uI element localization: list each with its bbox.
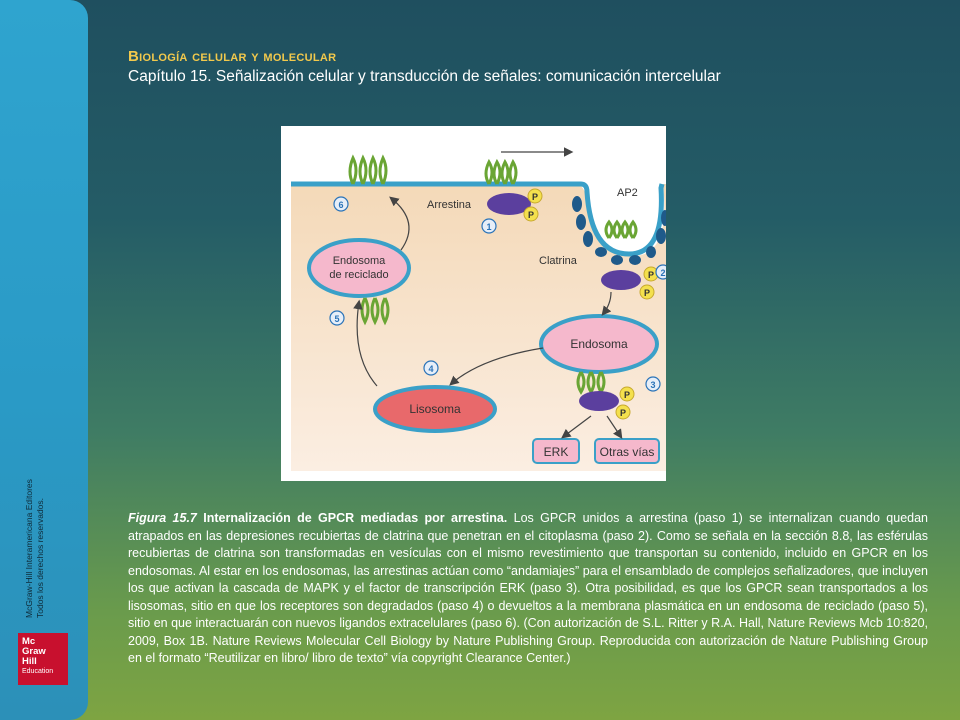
label-lisosoma: Lisosoma [409,402,461,416]
receptor-step-6 [348,154,388,185]
clathrin-coat [572,196,666,265]
logo-line-4: Education [22,668,54,675]
arrow-lysosome-to-recycling [353,299,378,387]
book-title: Biología celular y molecular [128,48,337,65]
label-erk: ERK [544,445,569,459]
step-3-label: 3 [650,380,655,390]
step-badge-6: 6 [333,196,349,212]
arrow-endosome-to-lysosome [449,347,544,386]
label-otras-vias: Otras vías [600,445,655,459]
caption-figure-title: Internalización de GPCR mediadas por arr… [203,511,508,525]
step-2-label: 2 [660,268,665,278]
label-arrestina: Arrestina [427,199,472,211]
arrow-pit-to-endosome [601,291,612,316]
phosphate-group-3: P P [615,386,635,420]
phosphate-group-2: P P [639,266,659,300]
figure-caption: Figura 15.7 Internalización de GPCR medi… [128,510,928,668]
step-badge-5: 5 [329,310,345,326]
label-ap2: AP2 [617,187,638,199]
logo-line-3: Hill [22,656,37,667]
publisher-notice: McGraw-Hill Interamericana Editores Todo… [24,398,46,618]
arrestin-step-3 [579,391,619,411]
arrestin-step-2 [601,270,641,290]
phosphate-label-2b: P [644,288,650,298]
step-badge-4: 4 [423,360,439,376]
phosphate-group-1: P P [523,188,543,222]
phosphate-label-1a: P [532,192,538,202]
sidebar [0,0,88,720]
label-endosoma-reciclado-1: Endosoma [333,255,386,267]
phosphate-label-2a: P [648,270,654,280]
receptor-step-2 [604,219,638,239]
label-clatrina: Clatrina [539,255,578,267]
chapter-subtitle: Capítulo 15. Señalización celular y tran… [128,68,721,85]
step-5-label: 5 [334,314,339,324]
figure-gpcr-internalization: Endosoma de reciclado Endosoma Lisosoma … [281,126,666,481]
phosphate-label-1b: P [528,210,534,220]
step-badge-3: 3 [645,376,661,392]
mcgraw-hill-logo: Mc Graw Hill Education [18,633,68,685]
label-endosoma-reciclado-2: de reciclado [329,269,388,281]
step-badge-2: 2 [655,264,666,280]
step-6-label: 6 [338,200,343,210]
publisher-line-2: Todos los derechos reservados. [35,497,45,618]
endosome [539,314,659,374]
caption-figure-label: Figura 15.7 [128,511,197,525]
phosphate-label-3b: P [620,408,626,418]
lysosome [373,385,497,433]
erk-box [532,438,580,464]
publisher-line-1: McGraw-Hill Interamericana Editores [24,479,34,618]
step-1-label: 1 [486,222,491,232]
logo-line-1: Mc [22,636,36,647]
logo-line-2: Graw [22,646,46,657]
otras-vias-box [594,438,660,464]
arrow-to-erk [561,415,592,439]
receptor-step-1 [484,158,518,185]
recycling-endosome [307,238,411,298]
phosphate-label-3a: P [624,390,630,400]
arrestin-step-1 [487,193,531,215]
diagram-svg: Endosoma de reciclado Endosoma Lisosoma … [281,126,666,481]
caption-body: Los GPCR unidos a arrestina (paso 1) se … [128,511,929,665]
step-badge-1: 1 [481,218,497,234]
arrow-recycling-to-membrane [389,196,410,251]
arrow-to-otras-vias [606,415,623,439]
step-4-label: 4 [428,364,433,374]
label-endosoma: Endosoma [570,337,628,351]
